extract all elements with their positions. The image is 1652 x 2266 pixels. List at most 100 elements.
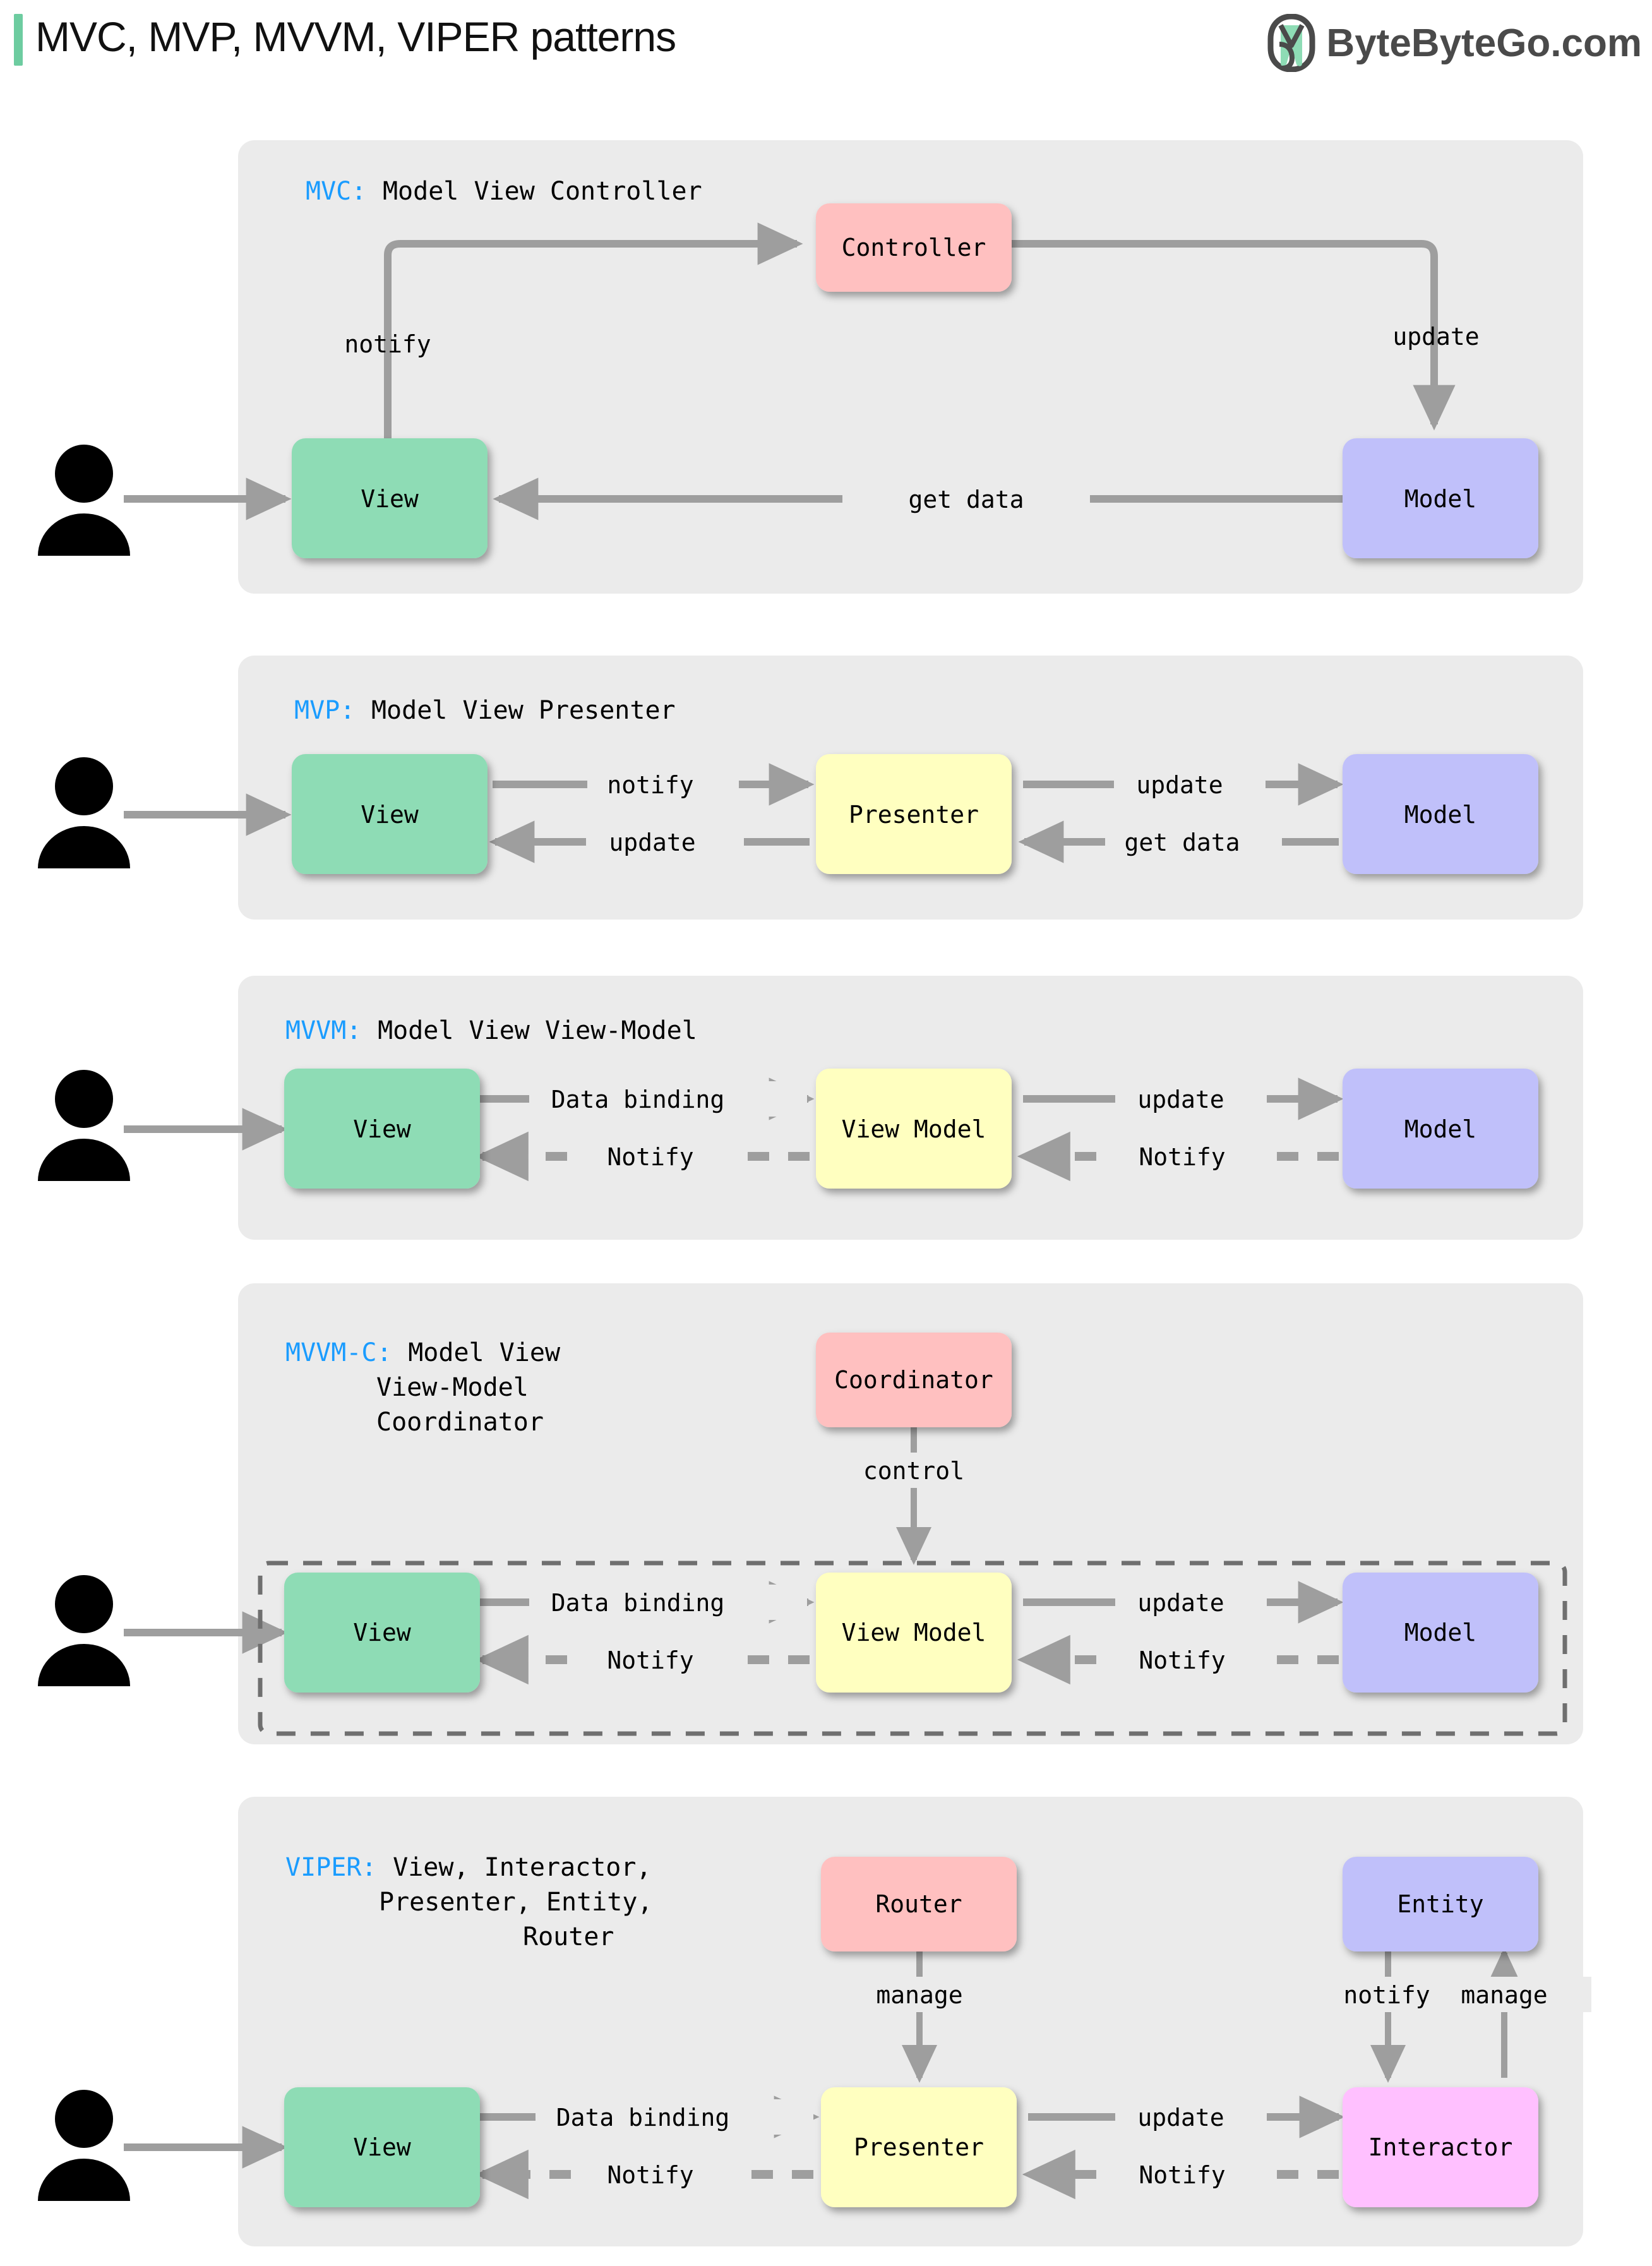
edge-label-control-mvvmc: control xyxy=(863,1457,964,1485)
bytebytego-logo-icon xyxy=(1267,14,1315,72)
label-bg-notify-vm-mvvmc xyxy=(581,1642,739,1677)
section-name-mvvmc-l3: Coordinator xyxy=(376,1408,544,1437)
label-bg-getdata-mvc xyxy=(842,481,1090,517)
node-interactor-viper[interactable] xyxy=(1343,2087,1538,2207)
node-coordinator-mvvmc[interactable] xyxy=(816,1333,1012,1427)
node-view-viper[interactable] xyxy=(284,2087,480,2207)
section-mvc: MVC: Model View Controller notify update… xyxy=(38,140,1583,594)
label-bg-control-mvvmc xyxy=(840,1453,991,1488)
section-name-viper-l3: Router xyxy=(523,1922,614,1951)
node-label-model-mvvm: Model xyxy=(1404,1115,1476,1143)
panel-background-mvc xyxy=(238,140,1583,594)
user-icon-mvp xyxy=(38,757,130,868)
node-viewmodel-mvvm[interactable] xyxy=(816,1069,1012,1189)
section-name-mvvmc-l2: View-Model xyxy=(376,1373,529,1402)
user-icon-mvc xyxy=(38,445,130,556)
section-title-mvvmc: MVVM-C: Model View xyxy=(285,1338,561,1367)
section-name-viper-l1: View, Interactor, xyxy=(393,1853,651,1882)
label-bg-update-mvp xyxy=(1114,767,1266,802)
section-name-mvp: Model View Presenter xyxy=(371,696,676,725)
node-presenter-viper[interactable] xyxy=(821,2087,1017,2207)
edge-label-notify-interactor-viper: Notify xyxy=(1139,2161,1225,2189)
node-view-mvp[interactable] xyxy=(292,754,488,874)
node-model-mvc[interactable] xyxy=(1343,438,1538,558)
node-label-model-mvc: Model xyxy=(1404,485,1476,513)
edge-label-notify-entity-viper: notify xyxy=(1343,1981,1430,2009)
title-accent-bar xyxy=(14,14,23,66)
edge-label-update-back-mvp: update xyxy=(609,829,695,856)
section-mvvmc: MVVM-C: Model View View-Model Coordinato… xyxy=(38,1283,1583,1744)
node-model-mvp[interactable] xyxy=(1343,754,1538,874)
node-label-viewmodel-mvvm: View Model xyxy=(842,1115,986,1143)
node-label-view-viper: View xyxy=(353,2133,411,2161)
section-viper: VIPER: View, Interactor, Presenter, Enti… xyxy=(38,1797,1591,2246)
edge-label-notify-presenter-viper: Notify xyxy=(607,2161,693,2189)
label-bg-manage-router-viper xyxy=(846,1977,1004,2012)
edge-label-manage-interactor-viper: manage xyxy=(1461,1981,1547,2009)
edge-label-getdata-mvc: get data xyxy=(908,486,1024,513)
node-label-interactor-viper: Interactor xyxy=(1368,2133,1513,2161)
edge-label-manage-router-viper: manage xyxy=(876,1981,962,2009)
page-header: MVC, MVP, MVVM, VIPER patterns ByteByteG… xyxy=(0,0,1652,81)
section-title-mvc: MVC: Model View Controller xyxy=(306,177,702,206)
section-name-viper-l2: Presenter, Entity, xyxy=(379,1888,652,1917)
edge-label-update-mvvm: update xyxy=(1137,1086,1224,1113)
user-icon-mvvm xyxy=(38,1070,130,1181)
label-bg-databinding-mvvmc xyxy=(529,1585,807,1620)
label-bg-notify-presenter-viper xyxy=(581,2157,739,2192)
edge-label-notify-model-mvvmc: Notify xyxy=(1139,1646,1225,1674)
node-model-mvvm[interactable] xyxy=(1343,1069,1538,1189)
node-view-mvvmc[interactable] xyxy=(284,1573,480,1693)
label-bg-notify-model-mvvm xyxy=(1115,1139,1267,1174)
node-view-mvc[interactable] xyxy=(292,438,488,558)
edge-label-databinding-mvvmc: Data binding xyxy=(551,1589,725,1617)
node-viewmodel-mvvmc[interactable] xyxy=(816,1573,1012,1693)
node-entity-viper[interactable] xyxy=(1343,1857,1538,1951)
node-model-mvvmc[interactable] xyxy=(1343,1573,1538,1693)
node-label-presenter-mvp: Presenter xyxy=(849,801,979,829)
user-icon-mvvmc xyxy=(38,1575,130,1686)
section-name-mvvmc-l1: Model View xyxy=(408,1338,561,1367)
section-title-mvvm: MVVM: Model View View-Model xyxy=(285,1016,697,1045)
label-bg-getdata-mvp xyxy=(1105,824,1282,860)
edge-label-getdata-mvp: get data xyxy=(1124,829,1240,856)
edge-label-databinding-mvvm: Data binding xyxy=(551,1086,725,1113)
node-view-mvvm[interactable] xyxy=(284,1069,480,1189)
label-bg-notify-interactor-viper xyxy=(1115,2157,1267,2192)
user-icon-viper xyxy=(38,2090,130,2201)
label-bg-notify-vm-mvvm xyxy=(581,1139,739,1174)
node-presenter-mvp[interactable] xyxy=(816,754,1012,874)
section-key-viper: VIPER: xyxy=(285,1853,377,1882)
section-key-mvc: MVC: xyxy=(306,177,366,206)
node-label-view-mvp: View xyxy=(361,801,419,829)
node-controller-mvc[interactable] xyxy=(816,203,1012,292)
node-label-router-viper: Router xyxy=(875,1890,962,1918)
node-label-entity-viper: Entity xyxy=(1397,1890,1483,1918)
section-mvvm: MVVM: Model View View-Model Data binding… xyxy=(38,976,1583,1240)
edge-label-update-mvp: update xyxy=(1136,771,1223,799)
edge-label-notify-vm-mvvm: Notify xyxy=(607,1143,693,1171)
section-key-mvvmc: MVVM-C: xyxy=(285,1338,392,1367)
section-key-mvp: MVP: xyxy=(294,696,355,725)
edge-label-update-mvc: update xyxy=(1392,323,1479,351)
node-router-viper[interactable] xyxy=(821,1857,1017,1951)
section-title-mvp: MVP: Model View Presenter xyxy=(294,696,676,725)
edge-label-notify-mvp: notify xyxy=(607,771,693,799)
edge-label-notify-mvc: notify xyxy=(344,330,431,358)
edge-label-notify-vm-mvvmc: Notify xyxy=(607,1646,693,1674)
label-bg-update-mvvm xyxy=(1115,1081,1267,1117)
section-key-mvvm: MVVM: xyxy=(285,1016,361,1045)
label-bg-update-viper xyxy=(1115,2099,1267,2135)
edge-update-mvc xyxy=(1010,240,1456,431)
edge-label-notify-model-mvvm: Notify xyxy=(1139,1143,1225,1171)
label-bg-update-mvvmc xyxy=(1115,1585,1267,1620)
brand-name: ByteByteGo.com xyxy=(1326,21,1642,65)
section-mvp: MVP: Model View Presenter notify update … xyxy=(38,656,1583,920)
label-bg-notify-mvp xyxy=(587,767,739,802)
section-title-viper: VIPER: View, Interactor, xyxy=(285,1853,652,1882)
label-bg-databinding-viper xyxy=(536,2099,813,2135)
edge-label-databinding-viper: Data binding xyxy=(556,2104,730,2131)
page-title: MVC, MVP, MVVM, VIPER patterns xyxy=(35,13,676,60)
node-label-view-mvc: View xyxy=(361,485,419,513)
